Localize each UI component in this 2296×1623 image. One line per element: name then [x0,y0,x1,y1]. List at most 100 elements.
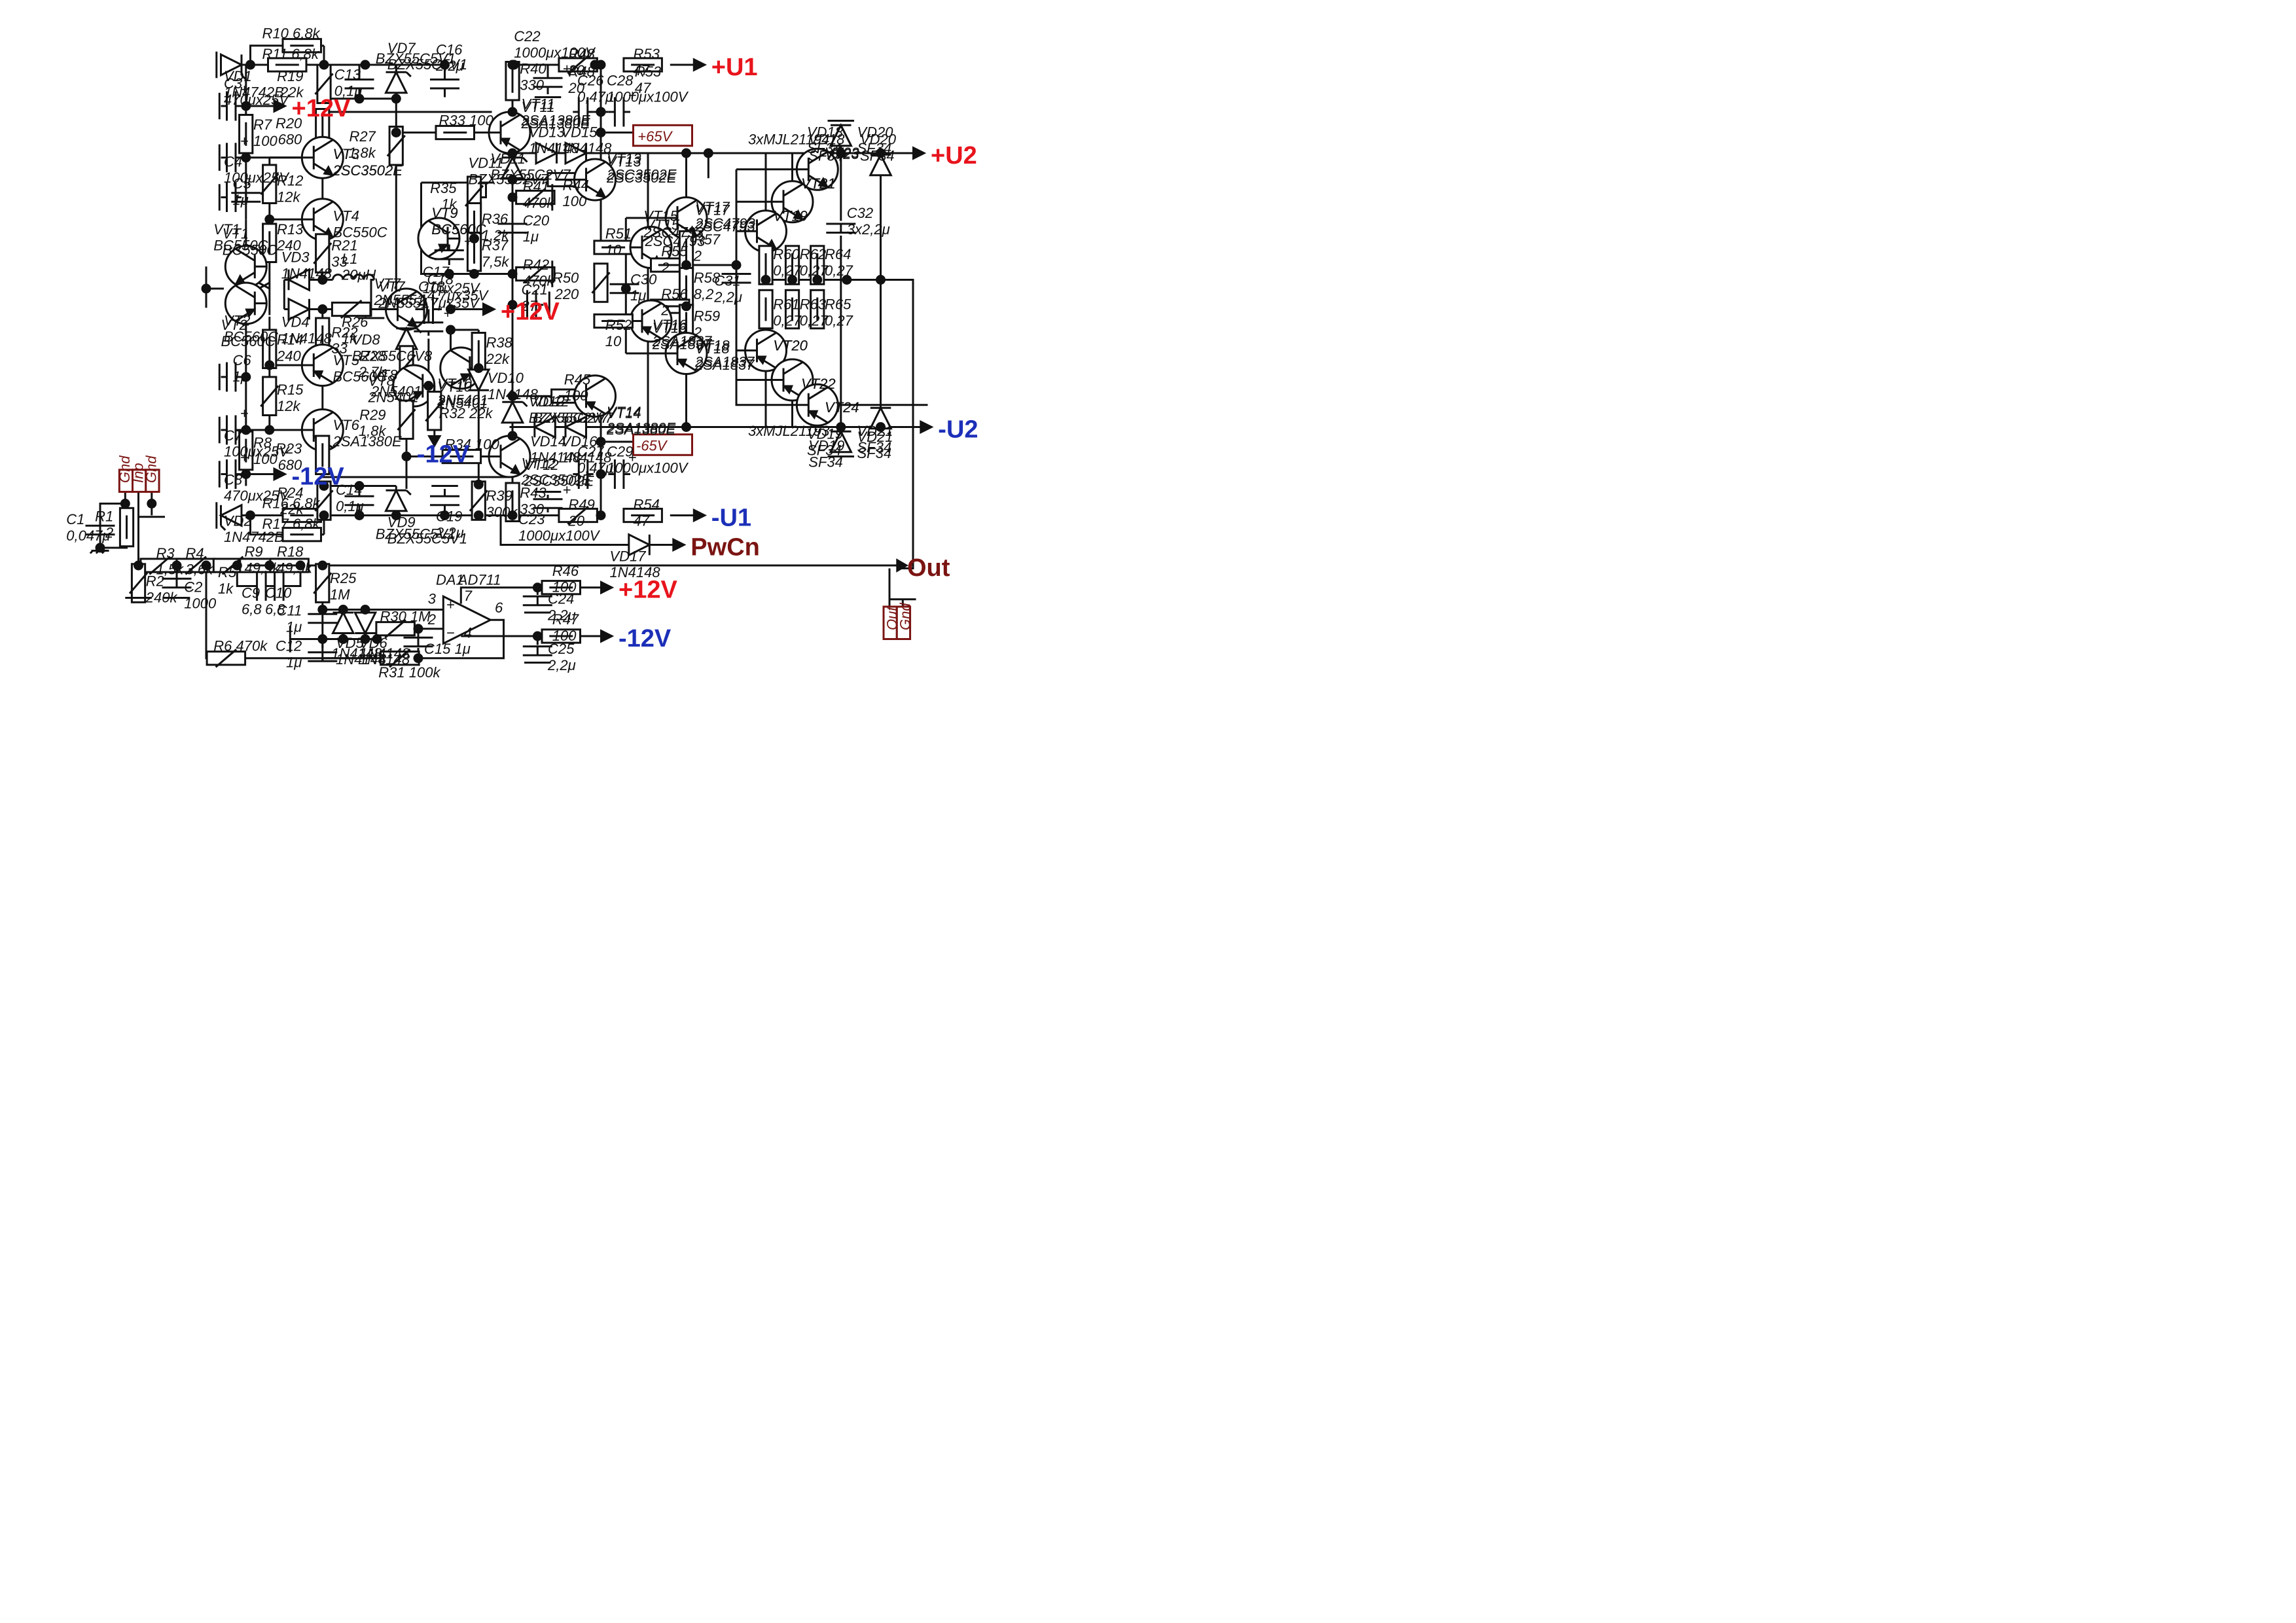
r49-resistor [558,505,598,526]
c24-capacitor [522,595,552,607]
da1-pin3: 3 [428,591,437,607]
r18-ref: R18 [277,544,304,560]
r65-value: 0,27 [825,312,853,329]
r63-value: 0,27 [800,312,829,329]
label: + [446,597,455,613]
r20-ref: R20 [276,115,302,132]
r1-value: 2 [105,524,113,541]
r48-value: 20 [568,62,585,79]
r53-resistor [622,57,663,73]
r40-value: 330 [520,77,544,93]
vt11-transistor [488,111,531,154]
c3-value: 470μx25V [224,92,290,108]
vt11-ref: VT11 [522,96,555,113]
c2-value: 1000 [184,595,217,611]
r29-ref: R29 [359,406,386,423]
vd8-value: BZX55C6V8 [352,348,433,364]
r17-label: R17 6,8k [262,516,321,532]
vt3-transistor [300,135,344,179]
r24-ref: R24 [277,485,303,501]
components [85,38,934,668]
vd6-value: 1N4148 [359,651,410,668]
c4-value: 100μx25V [224,169,290,186]
c31-value: 2,2μ [713,289,742,305]
vt23-note: 3xMJL21194 [748,132,829,148]
vd9-ref: VD9 [387,514,416,531]
r20-value: 680 [278,132,302,148]
c10-capacitor [269,571,289,601]
c30-ref: C30 [630,271,657,287]
c10-value: 6,8 [265,601,285,617]
r8-resistor [238,430,254,471]
vt18-ref: VT18 [695,340,730,357]
c31-ref: C31 [714,273,740,289]
vt8-value: 2N5401 [368,389,419,405]
vd14-diode [532,415,556,439]
r52-ref: R52 [605,317,632,333]
c31-capacitor [721,273,751,284]
vd20-value: SF34 [860,147,895,164]
r39-value: 300k [486,504,518,520]
vt12-ref: VT12 [524,457,559,473]
rail-minus-12v-bottom: -12V [619,625,672,652]
r29-resistor [397,399,416,440]
vt2-ref: VT2 [224,312,250,329]
rail-plus-u1: +U1 [711,54,758,81]
vd14-ref: VD14 [530,433,566,450]
vd18-value: SF34 [807,140,842,156]
input-pin-0: Gnd [117,455,133,483]
vt22-ref: VT22 [801,376,836,392]
r27-value: 1,8k [348,145,376,161]
vt3-ref: VT3 [333,146,360,162]
c2-capacitor [162,577,192,589]
vt20-transistor [744,329,787,372]
r35-value: 1k [441,196,457,213]
r26-value: 1k [342,330,357,346]
input-pin-2: Gnd [143,455,160,483]
vt5-transistor [300,344,344,387]
vt1-value: BC550C [213,238,268,254]
vd12-value: BZX55C2V7 [533,410,614,426]
vt18-value: 2SA1837 [694,353,755,370]
c18-ref: C18 [427,271,454,287]
c22-ref: C22 [514,28,540,45]
vd17-diode [628,533,652,557]
c14-value: 0,1μ [336,498,364,514]
c1-capacitor [85,524,115,536]
vt1-ref: VT1 [213,221,240,238]
vd13-ref: VD13 [529,124,565,140]
vt21-ref: VT21 [801,175,836,192]
r4-value: 3,6k [186,562,214,578]
c5-capacitor [221,183,242,212]
vd4-ref: VD4 [281,314,310,330]
r61-resistor [758,289,774,330]
c27-value: 0,47μ [577,459,613,476]
vt19-ref: VT19 [773,208,808,224]
plus-65v-box [632,124,693,147]
vt12-value: 2SC3502E [524,473,594,490]
c24-value: 2,2μ [547,607,576,623]
vt24-ref: VT24 [825,399,859,416]
vt20-ref: VT20 [773,338,808,354]
vd11-value: BZX55C2V7 [469,171,549,187]
c5-value: 1μ [233,192,249,208]
vt7-ref: VT7 [378,279,405,295]
r6-resistor [206,649,247,668]
r11-resistor [250,57,324,73]
vt16-value: 2SA1837 [652,336,712,352]
vt4-ref: VT4 [333,208,359,224]
c8-value: 470μx25V [224,488,290,504]
r10-resistor [279,38,324,54]
da1-ref: DA1 [436,571,464,588]
c32-capacitor [826,223,856,234]
vt24-ref: VT24 [825,399,859,416]
vt23-ref: VT23 [825,146,859,162]
r36-value: 1,2k [482,227,510,243]
vd16-ref: VD16 [561,433,598,450]
vt9-value: BC560C [431,221,486,238]
c27-ref: C27 [577,444,604,460]
vt13-ref: VT13 [607,151,641,167]
vt1-ref: VT1 [223,226,249,242]
r14-ref: R14 [277,332,303,348]
